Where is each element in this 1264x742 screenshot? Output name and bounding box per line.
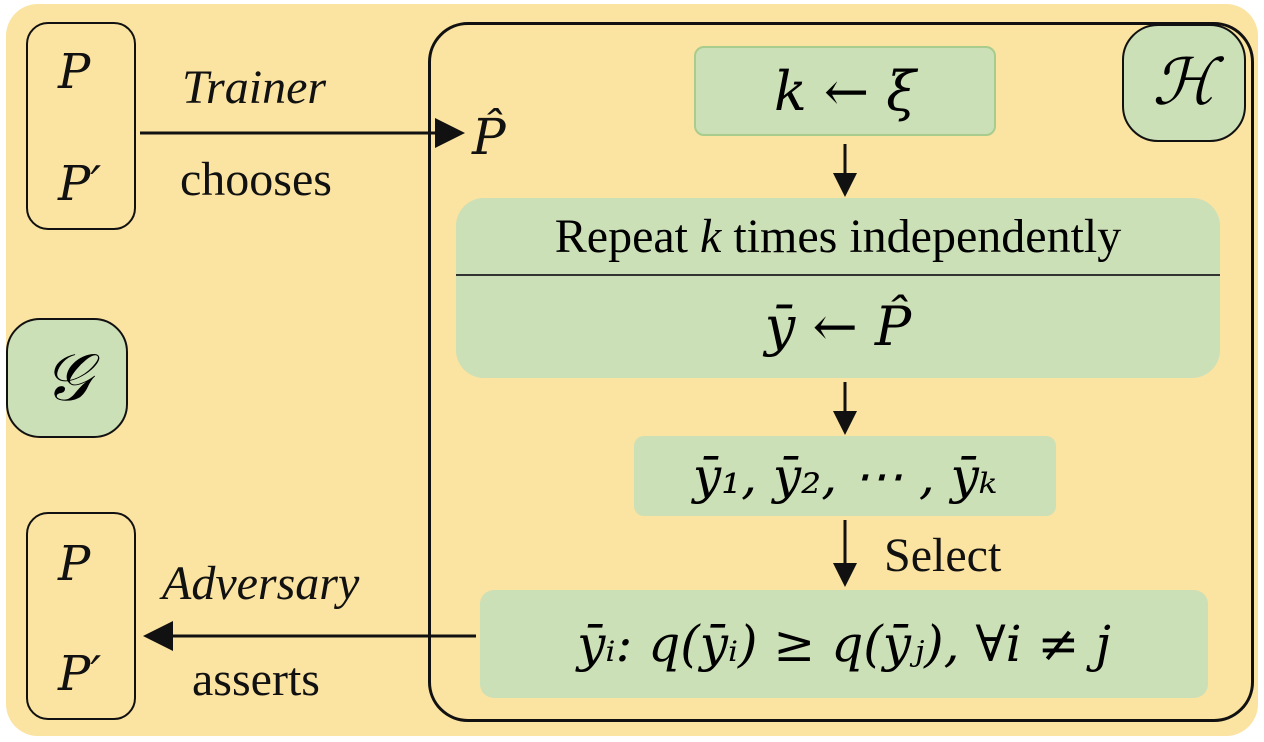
samples-text: ȳ₁, ȳ₂, ⋯ , ȳₖ: [692, 447, 998, 505]
repeat-count-var: k: [700, 209, 722, 263]
sample-k-text: k ← ξ: [773, 59, 917, 123]
p-prime-label: P′: [58, 156, 102, 212]
samples-box: ȳ₁, ȳ₂, ⋯ , ȳₖ: [634, 436, 1056, 516]
selection-box: ȳᵢ: q(ȳᵢ) ≥ q(ȳⱼ), ∀i ≠ j: [480, 590, 1208, 698]
sample-k-box: k ← ξ: [694, 46, 996, 136]
p-label: P: [58, 44, 91, 100]
game-symbol: 𝒢: [43, 338, 91, 416]
repeat-header: Repeat k times independently: [554, 209, 1122, 263]
p-hat-label: P̂: [472, 108, 506, 166]
repeat-box: Repeat k times independently ȳ ← P̂: [456, 198, 1220, 378]
p-prime-label: P′: [58, 646, 102, 702]
trainer-label: Trainer: [182, 61, 327, 114]
procedure-region: [428, 22, 1254, 722]
select-label: Select: [884, 529, 1002, 582]
procedure-badge: ℋ: [1122, 24, 1246, 142]
repeat-body: ȳ ← P̂: [764, 294, 912, 358]
adversary-label: Adversary: [162, 557, 360, 610]
adversary-action-label: asserts: [192, 653, 320, 706]
distribution-pair-bottom: P P′: [26, 512, 136, 720]
game-badge: 𝒢: [6, 318, 128, 438]
selection-text: ȳᵢ: q(ȳᵢ) ≥ q(ȳⱼ), ∀i ≠ j: [577, 615, 1111, 673]
trainer-action-label: chooses: [180, 153, 332, 206]
distribution-pair-top: P P′: [26, 22, 136, 230]
repeat-divider: [456, 274, 1220, 276]
procedure-symbol: ℋ: [1152, 46, 1216, 120]
p-label: P: [58, 536, 91, 592]
